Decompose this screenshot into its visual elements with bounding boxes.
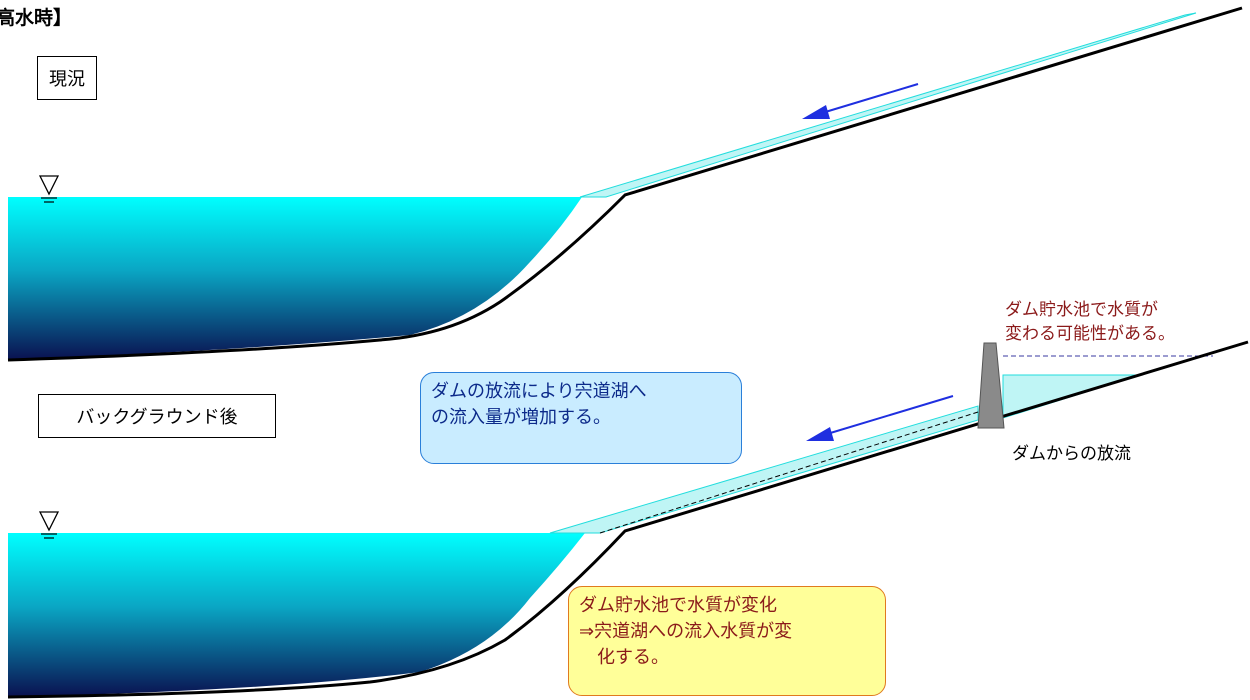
lake-bed-background xyxy=(7,340,1249,699)
dam-quality-note-line1: ダム貯水池で水質が xyxy=(1005,300,1158,320)
background-label: バックグラウンド後 xyxy=(38,394,276,438)
river-water-current xyxy=(579,12,1197,198)
previous-flow-line xyxy=(599,411,979,534)
lake-water-current xyxy=(8,197,582,360)
page-title: 高水時】 xyxy=(0,7,73,29)
flow-arrow-icon xyxy=(802,83,919,119)
dam-quality-note-line2: 変わる可能性がある。 xyxy=(1005,324,1175,344)
inflow-increase-callout: ダムの放流により宍道湖へ の流入量が増加する。 xyxy=(420,372,742,464)
current-panel xyxy=(7,6,1243,362)
water-level-icon xyxy=(38,175,60,203)
background-panel xyxy=(7,340,1249,699)
lake-water-background xyxy=(8,533,585,697)
river-water-background xyxy=(549,405,979,534)
quality-change-callout: ダム貯水池で水質が変化 ⇒宍道湖への流入水質が変 化する。 xyxy=(568,586,886,696)
dam-release-label: ダムからの放流 xyxy=(1012,444,1131,464)
current-label: 現況 xyxy=(37,56,97,100)
water-level-icon xyxy=(38,511,60,539)
lake-bed-current xyxy=(7,6,1243,362)
flow-arrow-icon xyxy=(806,395,954,441)
dam-icon xyxy=(977,342,1005,429)
dam-quality-note: ダム貯水池で水質が 変わる可能性がある。 xyxy=(1005,298,1175,346)
